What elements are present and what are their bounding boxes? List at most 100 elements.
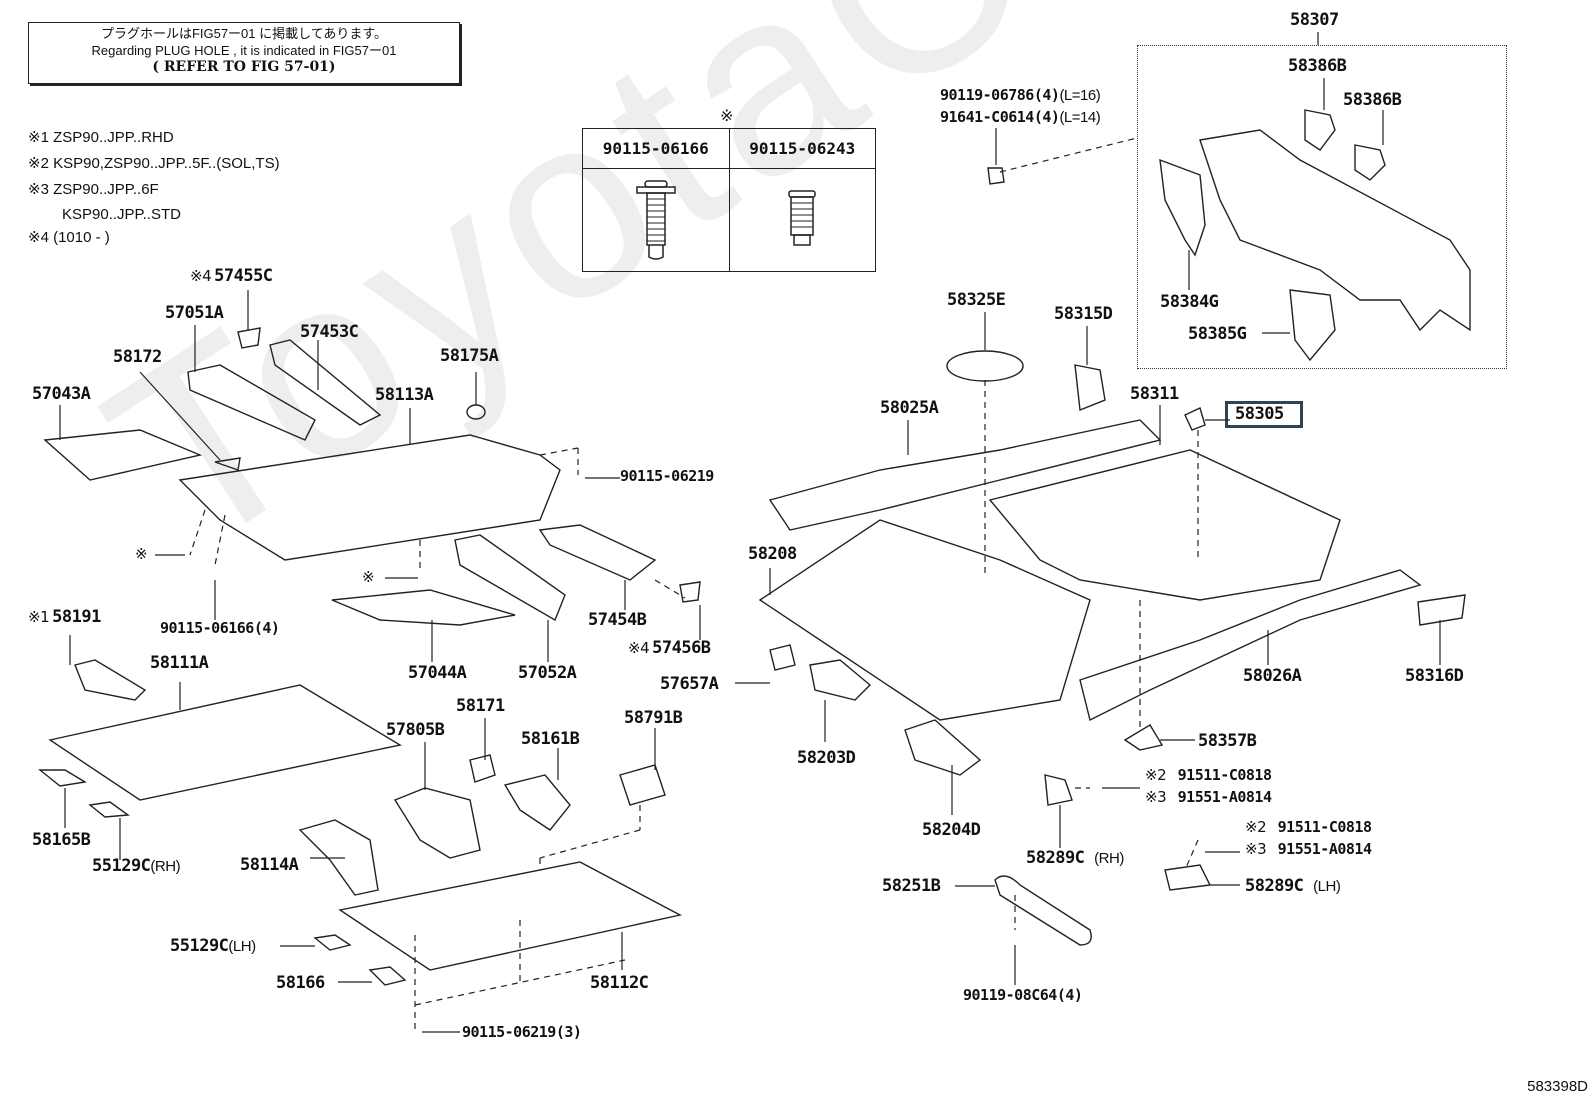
- part-label-55129c-rh[interactable]: 55129C(RH): [92, 856, 181, 876]
- part-label-57052a[interactable]: 57052A: [518, 663, 577, 683]
- arch-58114a-part: [298, 819, 379, 896]
- part-label-58111a[interactable]: 58111A: [150, 653, 209, 673]
- plug-note-jp: プラグホールはFIG57ー01 に掲載してあります。: [100, 26, 388, 41]
- part-label-58316d[interactable]: 58316D: [1405, 666, 1464, 686]
- bracket-58204d-part: [904, 719, 982, 776]
- part-label-57051a[interactable]: 57051A: [165, 303, 224, 323]
- plug-hole-note: プラグホールはFIG57ー01 に掲載してあります。 Regarding PLU…: [28, 22, 460, 84]
- rear-floor-pan-part: [988, 449, 1341, 601]
- part-label-58289c-lh[interactable]: 58289C (LH): [1245, 876, 1341, 896]
- part-label-58171[interactable]: 58171: [456, 696, 505, 716]
- part-label-91551-a0814-a[interactable]: ※3 91551-A0814: [1145, 788, 1272, 806]
- note-3b: KSP90..JPP..STD: [62, 206, 181, 223]
- figure-code: 583398D: [1527, 1078, 1588, 1095]
- part-label-57454b[interactable]: 57454B: [588, 610, 647, 630]
- fastener-col-2[interactable]: 90115-06243: [728, 128, 876, 169]
- fastener-col-1[interactable]: 90115-06166: [582, 128, 730, 169]
- bracket-58161b-part: [503, 774, 571, 831]
- bracket-58385g-part: [1289, 289, 1336, 362]
- member-57043a-part: [43, 429, 203, 481]
- ref-mark-2: ※: [362, 568, 375, 586]
- bracket-58203d-part: [809, 659, 872, 701]
- part-label-58161b[interactable]: 58161B: [521, 729, 580, 749]
- part-label-58113a[interactable]: 58113A: [375, 385, 434, 405]
- brace-58251b-part: [994, 875, 1092, 946]
- harness-57657a-part: [769, 644, 796, 671]
- part-label-90115-06219[interactable]: 90115-06219: [620, 467, 714, 485]
- clip-06166-icon: [636, 180, 676, 260]
- part-label-90115-06219-3[interactable]: 90115-06219(3): [462, 1023, 582, 1041]
- clip-06243-cell: [728, 168, 876, 272]
- bracket-58289c-lh-part: [1164, 864, 1212, 891]
- nut-58305-part: [1184, 407, 1206, 431]
- part-label-58305[interactable]: 58305: [1235, 404, 1284, 424]
- note-4: ※4 (1010 - ): [28, 229, 110, 246]
- member-57453c-part: [269, 339, 382, 426]
- clip-06243-icon: [788, 190, 816, 246]
- part-label-58175a[interactable]: 58175A: [440, 346, 499, 366]
- part-label-58025a[interactable]: 58025A: [880, 398, 939, 418]
- part-label-58791b[interactable]: 58791B: [624, 708, 683, 728]
- part-label-57043a[interactable]: 57043A: [32, 384, 91, 404]
- part-label-91511-c0818-b[interactable]: ※2 91511-C0818: [1245, 818, 1372, 836]
- bracket-58316d-part: [1417, 594, 1466, 626]
- part-label-58311[interactable]: 58311: [1130, 384, 1179, 404]
- part-label-58026a[interactable]: 58026A: [1243, 666, 1302, 686]
- part-label-90115-06166[interactable]: 90115-06166(4): [160, 619, 280, 637]
- part-label-57453c[interactable]: 57453C: [300, 322, 359, 342]
- bracket-58172-part: [214, 457, 241, 471]
- bolt-90119-part: [987, 167, 1005, 185]
- part-label-57044a[interactable]: 57044A: [408, 663, 467, 683]
- floor-pan-58112c-part: [338, 861, 683, 971]
- part-label-57657a[interactable]: 57657A: [660, 674, 719, 694]
- part-label-55129c-lh[interactable]: 55129C(LH): [170, 936, 256, 956]
- bracket-58289c-rh-part: [1044, 774, 1073, 806]
- pad-55129c-rh-part: [88, 801, 130, 818]
- refer-fig-link[interactable]: ( REFER TO FIG 57-01): [152, 59, 336, 75]
- part-label-58251b[interactable]: 58251B: [882, 876, 941, 896]
- part-label-58114a[interactable]: 58114A: [240, 855, 299, 875]
- part-label-58315d[interactable]: 58315D: [1054, 304, 1113, 324]
- part-label-58384g[interactable]: 58384G: [1160, 292, 1219, 312]
- bracket-58386b-1-part: [1304, 109, 1336, 151]
- member-57052a-part: [454, 534, 566, 622]
- part-label-91641-c0614[interactable]: 91641-C0614(4)(L=14): [940, 108, 1101, 126]
- part-label-58307[interactable]: 58307: [1290, 10, 1339, 30]
- rear-sidemember-58026a-part: [1079, 569, 1422, 722]
- part-label-58165b[interactable]: 58165B: [32, 830, 91, 850]
- part-label-58325e[interactable]: 58325E: [947, 290, 1006, 310]
- clip-06166-cell: [582, 168, 730, 272]
- part-label-58289c-rh[interactable]: 58289C (RH): [1026, 848, 1124, 868]
- part-label-90119-06786[interactable]: 90119-06786(4)(L=16): [940, 86, 1101, 104]
- part-label-57805b[interactable]: 57805B: [386, 720, 445, 740]
- part-label-58172[interactable]: 58172: [113, 347, 162, 367]
- bracket-58315d-part: [1074, 364, 1106, 411]
- part-label-58357b[interactable]: 58357B: [1198, 731, 1257, 751]
- part-label-58112c[interactable]: 58112C: [590, 973, 649, 993]
- fastener-table-mark: ※: [720, 108, 734, 125]
- part-label-58386b-1[interactable]: 58386B: [1288, 56, 1347, 76]
- part-label-58208[interactable]: 58208: [748, 544, 797, 564]
- part-label-58385g[interactable]: 58385G: [1188, 324, 1247, 344]
- bracket-58791b-part: [619, 764, 666, 806]
- part-label-91551-a0814-b[interactable]: ※3 91551-A0814: [1245, 840, 1372, 858]
- bracket-58386b-2-part: [1354, 144, 1386, 181]
- member-57051a-part: [187, 364, 316, 441]
- highlight-box-58305[interactable]: [1225, 401, 1303, 428]
- member-57454b-part: [538, 524, 657, 581]
- front-floor-58113a-part: [178, 434, 561, 561]
- bracket-58357b-part: [1123, 724, 1164, 751]
- part-label-58203d[interactable]: 58203D: [797, 748, 856, 768]
- member-57044a-part: [331, 589, 516, 626]
- center-floor-58208-part: [758, 519, 1091, 721]
- part-label-58204d[interactable]: 58204D: [922, 820, 981, 840]
- bracket-58171-part: [469, 754, 496, 783]
- part-label-58166[interactable]: 58166: [276, 973, 325, 993]
- part-label-58386b-2[interactable]: 58386B: [1343, 90, 1402, 110]
- pad-58166-part: [368, 966, 407, 986]
- part-label-91511-c0818-a[interactable]: ※2 91511-C0818: [1145, 766, 1272, 784]
- part-label-90119-08c64[interactable]: 90119-08C64(4): [963, 986, 1083, 1004]
